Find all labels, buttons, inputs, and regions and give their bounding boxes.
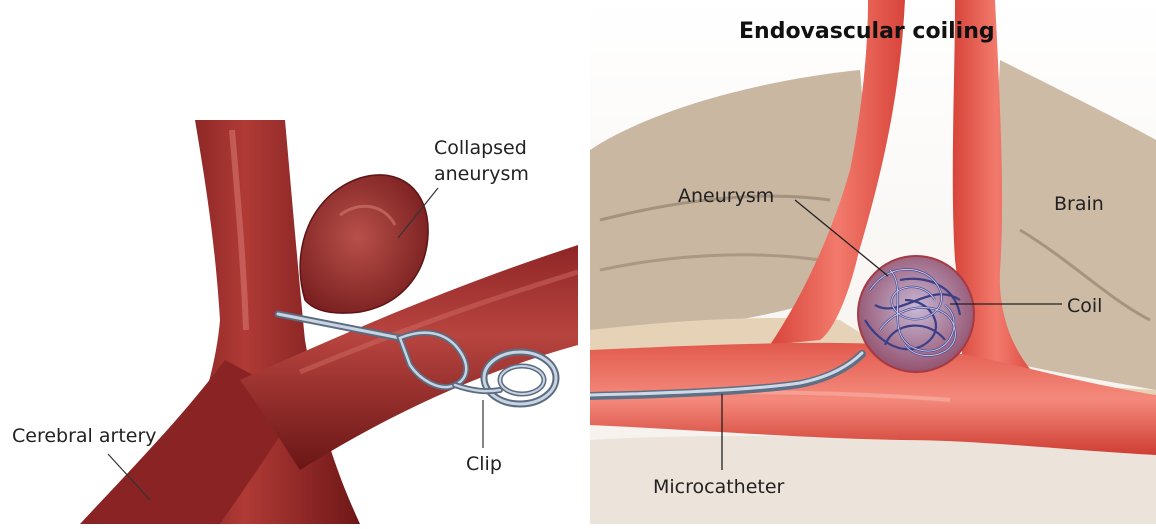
label-clip: Clip xyxy=(466,453,502,475)
label-aneurysm-left: aneurysm xyxy=(434,163,529,185)
label-coil: Coil xyxy=(1067,295,1102,317)
right-panel-title: Endovascular coiling xyxy=(739,19,995,44)
label-microcatheter: Microcatheter xyxy=(653,476,785,498)
label-brain: Brain xyxy=(1054,193,1104,215)
label-aneurysm: Aneurysm xyxy=(678,185,774,207)
right-panel-coiling xyxy=(590,0,1156,524)
aneurysm-sac xyxy=(858,256,974,372)
label-collapsed: Collapsed xyxy=(434,137,527,159)
collapsed-aneurysm xyxy=(300,175,428,313)
label-cerebral-artery: Cerebral artery xyxy=(12,425,157,447)
